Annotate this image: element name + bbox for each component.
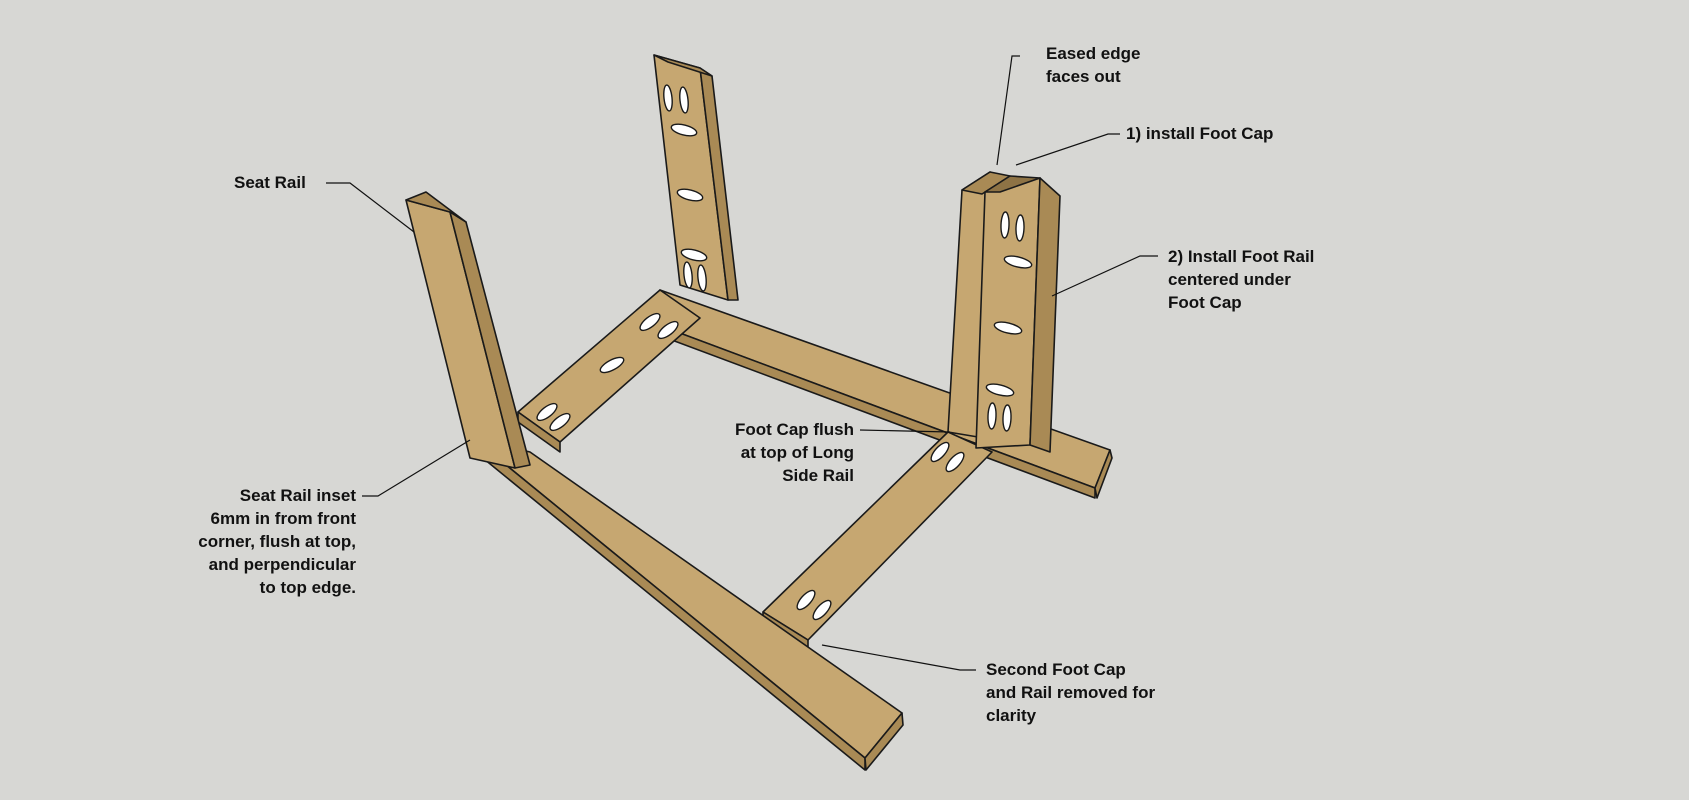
callout-seat-rail: Seat Rail bbox=[234, 173, 306, 192]
rear-seat-rail bbox=[653, 54, 739, 301]
callout-foot-cap-flush: Foot Cap flush at top of Long Side Rail bbox=[735, 420, 854, 485]
leader-install-foot-cap bbox=[1015, 133, 1120, 166]
foot-rail bbox=[975, 175, 1061, 453]
leader-foot-cap-flush bbox=[859, 429, 951, 433]
leader-install-foot-rail bbox=[1051, 255, 1158, 297]
pocket-holes-rear-seat-rail bbox=[663, 84, 708, 292]
callout-eased-edge: Eased edge faces out bbox=[1046, 44, 1141, 86]
pocket-holes-left-rail bbox=[536, 312, 679, 432]
pocket-holes-right-rail bbox=[796, 441, 965, 621]
front-seat-rail bbox=[405, 191, 531, 469]
callout-second-foot-cap: Second Foot Cap and Rail removed for cla… bbox=[986, 660, 1156, 725]
callout-install-foot-rail: 2) Install Foot Rail centered under Foot… bbox=[1168, 247, 1315, 312]
callout-install-foot-cap: 1) install Foot Cap bbox=[1126, 124, 1274, 143]
leader-second-foot-cap bbox=[821, 644, 976, 671]
leader-eased-edge bbox=[996, 55, 1020, 166]
leader-seat-rail-inset bbox=[362, 439, 471, 497]
leader-lines bbox=[326, 55, 1158, 671]
leader-seat-rail bbox=[326, 182, 415, 233]
pocket-holes-foot-rail bbox=[985, 211, 1033, 432]
callout-seat-rail-inset: Seat Rail inset 6mm in from front corner… bbox=[198, 486, 356, 597]
left-short-cross-rail bbox=[517, 289, 701, 453]
